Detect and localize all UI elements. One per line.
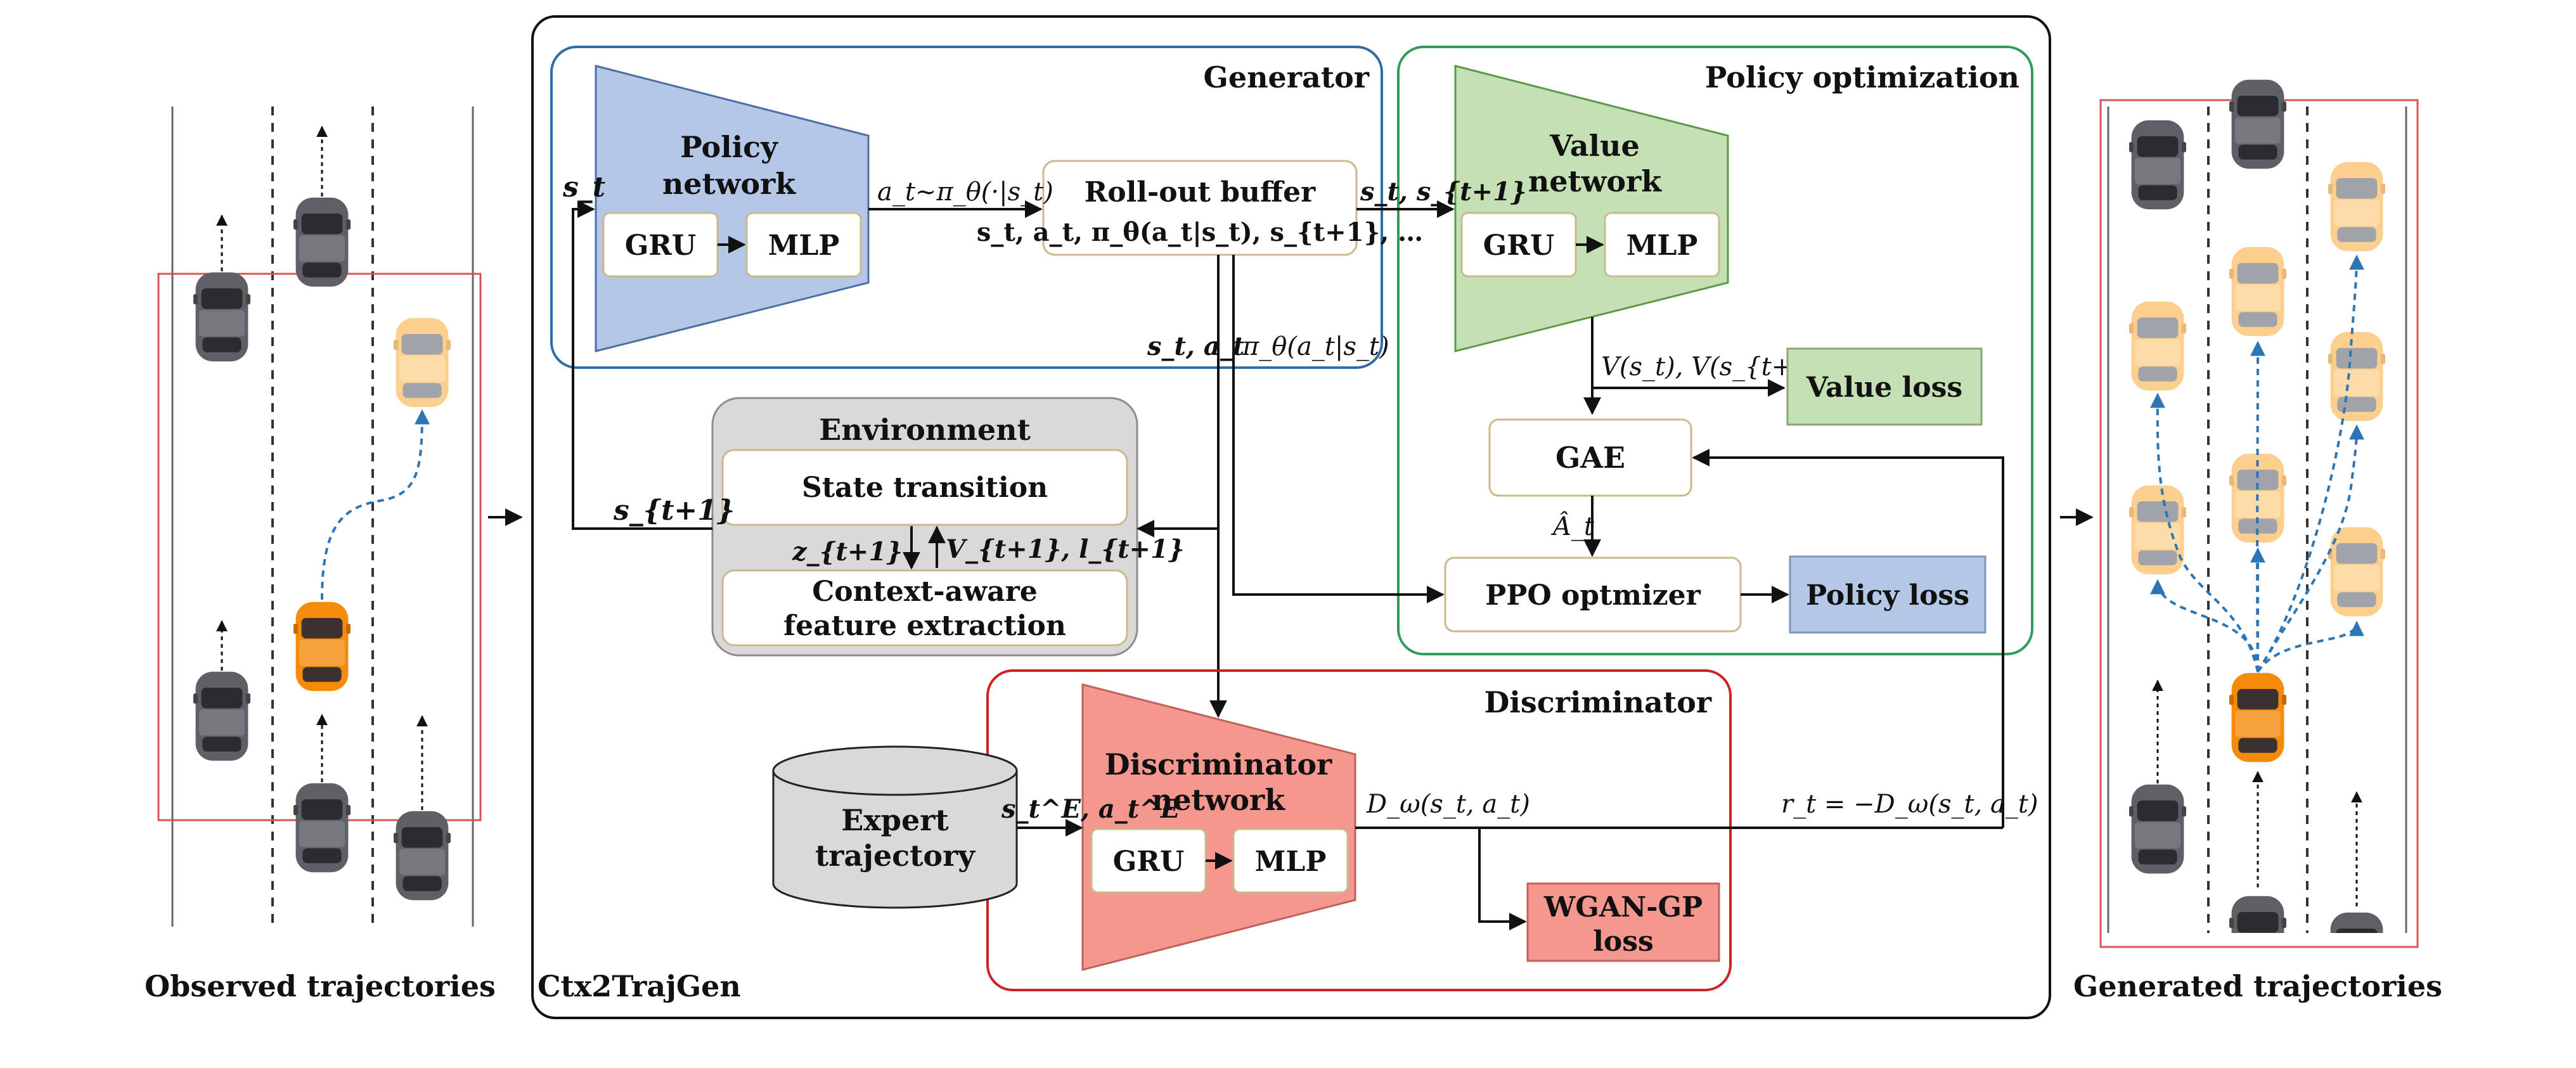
value-network-label-1: Value bbox=[1549, 129, 1639, 163]
reward-to-gae-arrow bbox=[1692, 449, 2004, 828]
context-extraction-label-1: Context-aware bbox=[812, 576, 1038, 608]
gae-box bbox=[1488, 418, 1692, 497]
value-network-label-2: network bbox=[1528, 164, 1662, 198]
policy-gru-label: GRU bbox=[625, 229, 697, 262]
generated-candidate-car bbox=[2229, 247, 2286, 337]
value-loss-label: Value loss bbox=[1806, 371, 1962, 404]
wgan-gp-label-2: loss bbox=[1593, 925, 1654, 958]
context-output-label: V_{t+1}, l_{t+1} bbox=[946, 534, 1185, 564]
value-network-shape bbox=[1454, 65, 1729, 352]
log-prob-to-ppo-arrow bbox=[1232, 255, 1445, 603]
observed-road-scene bbox=[157, 106, 482, 927]
disc-gru-label: GRU bbox=[1113, 846, 1185, 878]
generated-road-scene bbox=[2099, 79, 2419, 948]
wgan-gp-loss-box bbox=[1526, 882, 1720, 962]
wgan-gp-label-1: WGAN-GP bbox=[1543, 891, 1703, 923]
discriminator-network-label-1: Discriminator bbox=[1105, 747, 1332, 782]
discriminator-network-label-2: network bbox=[1152, 783, 1285, 817]
policy-mlp-box bbox=[745, 212, 862, 278]
observed-car bbox=[394, 811, 451, 901]
action-label: a_t~π_θ(·|s_t) bbox=[877, 177, 1053, 207]
latent-label: z_{t+1} bbox=[792, 537, 903, 567]
advantage-label: Â_t bbox=[1550, 511, 1595, 541]
expert-trajectory-cylinder bbox=[772, 745, 1018, 909]
observed-target-car bbox=[394, 318, 451, 408]
value-loss-box bbox=[1786, 347, 1983, 426]
state-pair-label: s_t, s_{t+1} bbox=[1360, 177, 1527, 207]
next-state-label: s_{t+1} bbox=[613, 494, 735, 527]
expert-state-action-label: s_t^E, a_t^E bbox=[1001, 794, 1180, 824]
generated-candidate-car bbox=[2129, 301, 2186, 391]
framework-caption: Ctx2TrajGen bbox=[538, 969, 741, 1003]
observed-car bbox=[193, 272, 250, 362]
discriminator-network-shape bbox=[1081, 683, 1356, 971]
value-mlp-box bbox=[1604, 212, 1720, 278]
disc-mlp-label: MLP bbox=[1255, 846, 1327, 878]
discriminator-title: Discriminator bbox=[1484, 685, 1711, 719]
value-gru-label: GRU bbox=[1483, 229, 1555, 262]
state-transition-label: State transition bbox=[802, 472, 1048, 504]
generated-car bbox=[2129, 784, 2186, 874]
rollout-buffer-title: Roll-out buffer bbox=[1085, 176, 1316, 209]
disc-mlp-box bbox=[1232, 828, 1349, 894]
state-transition-box bbox=[721, 449, 1128, 526]
expert-trajectory-label-1: Expert bbox=[841, 803, 949, 837]
expert-trajectory-label-2: trajectory bbox=[815, 839, 976, 873]
policy-loss-label: Policy loss bbox=[1806, 579, 1969, 612]
rollout-buffer-content: s_t, a_t, π_θ(a_t|s_t), s_{t+1}, … bbox=[977, 217, 1423, 247]
reward-label: r_t = −D_ω(s_t, a_t) bbox=[1781, 790, 2038, 819]
generated-candidate-car bbox=[2129, 485, 2186, 575]
policy-optimization-title: Policy optimization bbox=[1705, 60, 2019, 94]
policy-loss-box bbox=[1789, 555, 1987, 634]
policy-optimization-box bbox=[1397, 46, 2033, 655]
observed-car bbox=[193, 671, 250, 761]
generated-candidate-car bbox=[2328, 527, 2385, 617]
ppo-optimizer-label: PPO optmizer bbox=[1485, 579, 1701, 612]
observed-caption: Observed trajectories bbox=[145, 969, 496, 1003]
policy-network-shape bbox=[595, 65, 870, 352]
environment-title: Environment bbox=[819, 413, 1031, 447]
observed-ego-car bbox=[293, 602, 351, 692]
generated-ego-car bbox=[2229, 672, 2286, 762]
state-label: s_t bbox=[562, 171, 605, 203]
observed-car bbox=[293, 783, 351, 873]
pi-theta-label: π_θ(a_t|s_t) bbox=[1242, 332, 1389, 361]
gae-label: GAE bbox=[1555, 441, 1625, 475]
generated-car bbox=[2229, 79, 2286, 169]
policy-network-label-1: Policy bbox=[680, 130, 778, 164]
context-extraction-label-2: feature extraction bbox=[783, 610, 1066, 642]
context-extraction-box bbox=[721, 569, 1128, 647]
generated-candidate-car bbox=[2328, 162, 2385, 252]
generated-candidate-car bbox=[2328, 331, 2385, 421]
state-action-label: s_t, a_t bbox=[1147, 331, 1245, 361]
value-mlp-label: MLP bbox=[1626, 229, 1698, 262]
policy-network-label-2: network bbox=[662, 167, 796, 201]
generator-title: Generator bbox=[1204, 60, 1370, 94]
generator-box bbox=[550, 46, 1383, 369]
observed-car bbox=[293, 197, 351, 287]
generated-caption: Generated trajectories bbox=[2073, 969, 2442, 1003]
disc-score-label: D_ω(s_t, a_t) bbox=[1366, 790, 1530, 819]
generated-car bbox=[2129, 120, 2186, 210]
policy-mlp-label: MLP bbox=[768, 229, 840, 262]
state-feedback-arrow bbox=[572, 200, 712, 530]
framework-container bbox=[531, 15, 2051, 1019]
